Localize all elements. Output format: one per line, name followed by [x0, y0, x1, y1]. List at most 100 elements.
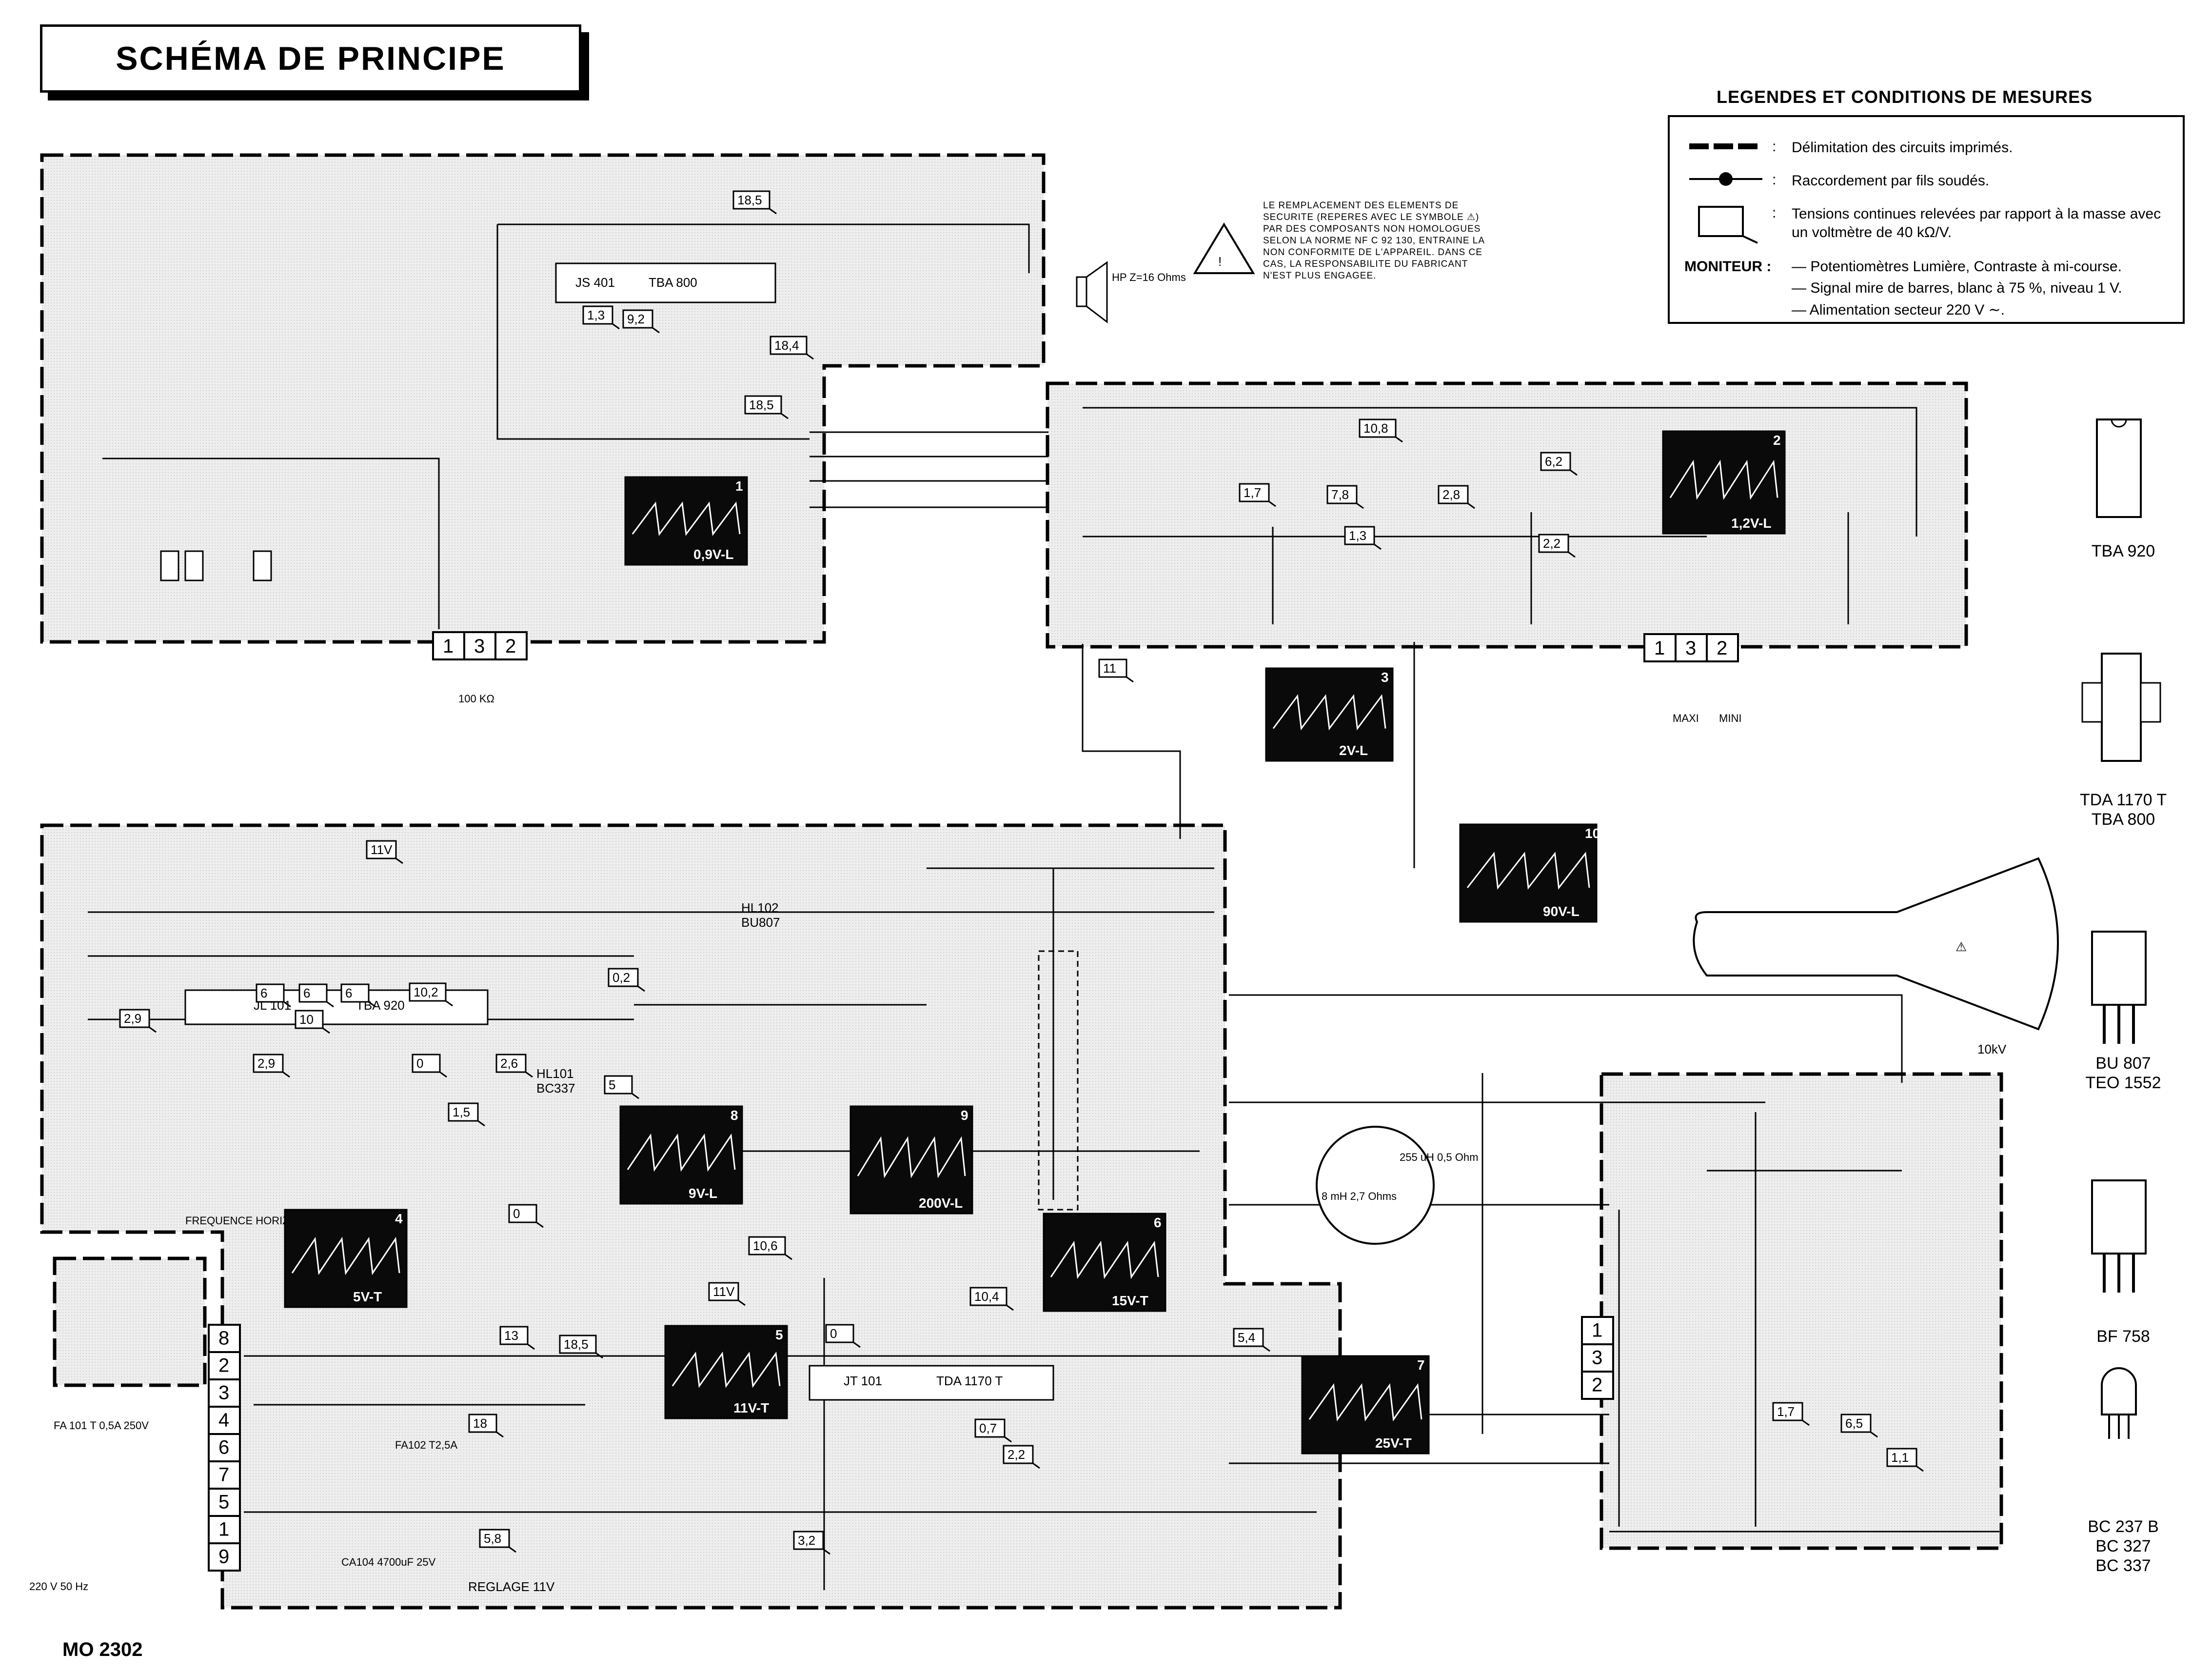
voltage-flag: 18,5 [559, 1335, 603, 1359]
voltage-flag: 1,7 [1239, 483, 1276, 507]
document-code: MO 2302 [62, 1639, 143, 1660]
connector-pin: 4 [218, 1409, 229, 1431]
oscillogram-number: 10 [1585, 826, 1600, 841]
voltage-value: 18,5 [749, 398, 774, 412]
js401-label: JS 401 [575, 275, 615, 290]
voltage-value: 13 [504, 1328, 518, 1343]
connector-pin: 2 [218, 1355, 229, 1376]
legend-heading: LEGENDES ET CONDITIONS DE MESURES [1717, 87, 2093, 107]
waveform-trace [1272, 694, 1386, 731]
voltage-value: 0 [416, 1056, 423, 1071]
oscillograms: 10,9V-L21,2V-L32V-L45V-T511V-T615V-T725V… [284, 430, 1786, 1455]
voltage-flag: 18,5 [744, 395, 789, 419]
crt-tube: ⚠ [1693, 857, 2059, 1031]
connector-pin: 2 [1592, 1374, 1602, 1395]
right-connector: 132 [1581, 1316, 1614, 1400]
voltage-value: 1,5 [453, 1105, 470, 1119]
connector-pin: 1 [1654, 638, 1665, 659]
pcb-audio-board [40, 153, 1046, 644]
oscillogram-4: 45V-T [284, 1209, 408, 1308]
legend-text: Tensions continues relevées par rapport … [1792, 206, 2161, 240]
safety-note: LE REMPLACEMENT DES ELEMENTS DE SECURITE… [1263, 200, 1484, 281]
voltage-value: 2,9 [257, 1056, 275, 1071]
voltage-value: 11V [371, 842, 393, 857]
voltage-flag: 2,9 [119, 1009, 157, 1033]
oscillogram-number: 1 [735, 478, 743, 494]
waveform-trace [857, 1136, 966, 1178]
ic-packages [2081, 418, 2161, 1439]
voltage-flag: 18,4 [770, 336, 814, 360]
reglage-label: REGLAGE 11V [468, 1579, 555, 1594]
oscillogram-number: 8 [731, 1108, 738, 1123]
oscillogram-label: 15V-T [1112, 1293, 1148, 1308]
jt101-label: JT 101 [844, 1374, 882, 1388]
to126-package-icon [2091, 1179, 2147, 1293]
oscillogram-label: 11V-T [733, 1400, 769, 1415]
voltage-flag-icon [1689, 205, 1762, 248]
voltage-value: 2,2 [1007, 1447, 1025, 1462]
connector-pin: 3 [218, 1382, 229, 1403]
voltage-value: 0 [830, 1326, 837, 1341]
tba800-label: TBA 800 [649, 275, 697, 290]
oscillogram-label: 2V-L [1339, 743, 1368, 758]
waveform-trace [1466, 852, 1590, 890]
voltage-flag: 9,2 [622, 309, 660, 334]
voltage-flag: 1,3 [582, 305, 620, 330]
voltage-flag: 18,5 [732, 190, 777, 215]
voltage-flag: 5 [604, 1075, 639, 1099]
to220-package-icon [2091, 931, 2147, 1044]
voltage-value: 10,2 [414, 985, 438, 999]
hv-label: 10kV [1977, 1042, 2007, 1056]
voltage-value: 6 [303, 986, 310, 1000]
voltage-value: 2,9 [124, 1011, 141, 1026]
ic-label-bu807: BU 807 TEO 1552 [2085, 1054, 2161, 1092]
voltage-value: 0 [513, 1206, 520, 1221]
voltage-value: 18 [473, 1416, 487, 1431]
tda1170-label: TDA 1170 T [936, 1374, 1003, 1388]
voltage-flag: 18 [468, 1414, 504, 1438]
voltage-flag: 3,2 [793, 1531, 830, 1555]
fuse-label: FA 101 T 0,5A 250V [54, 1419, 149, 1432]
tba800-ic [555, 262, 776, 303]
voltage-value: 1,7 [1244, 485, 1261, 500]
speaker-label: HP Z=16 Ohms [1112, 271, 1186, 283]
oscillogram-label: 5V-T [353, 1289, 382, 1304]
voltage-value: 5,8 [484, 1531, 501, 1546]
voltage-flag: 5,8 [479, 1529, 516, 1553]
voltage-value: 0,2 [612, 970, 630, 985]
voltage-flag: 10,6 [748, 1236, 792, 1260]
moniteur-line: — Alimentation secteur 220 V ∼. [1792, 302, 2005, 318]
oscillogram-5: 5 11V-T [664, 1325, 788, 1419]
oscillogram-number: 6 [1154, 1215, 1162, 1230]
voltage-value: 2,6 [500, 1056, 518, 1071]
oscillogram-label: 25V-T [1375, 1435, 1412, 1451]
voltage-flag: 0 [825, 1324, 861, 1348]
warning-icon: ⚠ [1955, 939, 1967, 954]
pcb-video-board [1046, 381, 1968, 649]
voltage-flag: 11V [366, 840, 403, 864]
voltage-flag: 0,2 [608, 968, 645, 992]
waveform-trace [1308, 1383, 1422, 1422]
ic-label-bc237: BC 237 B BC 327 BC 337 [2088, 1517, 2159, 1575]
connector-pin: 6 [218, 1436, 229, 1458]
voltage-value: 6 [260, 986, 267, 1000]
voltage-flag: 6,2 [1540, 452, 1578, 476]
moniteur-line: — Signal mire de barres, blanc à 75 %, n… [1792, 280, 2122, 296]
waveform-trace [1669, 459, 1778, 500]
voltage-value: 18,4 [774, 338, 799, 353]
legend-text: Délimitation des circuits imprimés. [1792, 140, 2013, 156]
voltage-value: 3,2 [798, 1533, 815, 1548]
voltage-flag: 2,6 [495, 1054, 533, 1078]
oscillogram-number: 9 [961, 1108, 968, 1123]
voltage-flag: 13 [499, 1326, 535, 1350]
oscillogram-number: 5 [775, 1327, 783, 1342]
voltage-flag: 10,8 [1359, 418, 1403, 443]
connector-pin: 3 [1685, 638, 1696, 659]
oscillogram-2: 21,2V-L [1662, 430, 1786, 535]
voltage-value: 6,5 [1845, 1416, 1863, 1431]
voltage-flag: 2,8 [1438, 485, 1475, 509]
voltage-value: 11V [713, 1284, 735, 1299]
